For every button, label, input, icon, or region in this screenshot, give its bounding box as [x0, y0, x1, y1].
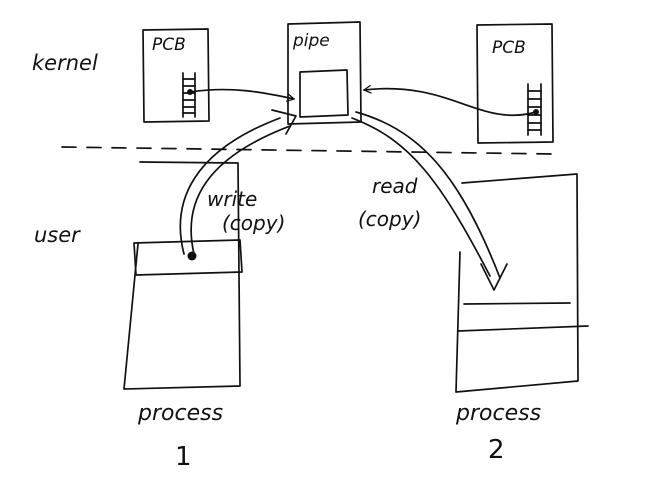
read-arrow [351, 111, 508, 291]
pcb-right-box [476, 23, 554, 144]
process-2-number: 2 [488, 435, 505, 465]
pcb-right-to-pipe-arrow [363, 84, 537, 117]
process-1-buffer [133, 239, 243, 276]
process-1-number: 1 [175, 442, 192, 472]
process-2-buffer-bottom [457, 325, 589, 332]
pcb-left-box [142, 28, 210, 123]
pipe-label: pipe [292, 31, 330, 51]
pcb-right: PCB [476, 23, 554, 144]
process-1-buffer-dot [187, 251, 197, 261]
read-copy-label: (copy) [358, 207, 421, 231]
kernel-label: kernel [32, 51, 98, 75]
pcb-left-label: PCB [152, 35, 186, 55]
write-arrow [179, 109, 297, 255]
pcb-right-label: PCB [492, 38, 526, 58]
user-label: user [34, 223, 81, 247]
kernel-user-boundary [61, 146, 553, 155]
process-1-label: process [137, 401, 223, 426]
pcb-left: PCB [142, 28, 210, 123]
read-label: read [372, 174, 418, 198]
process-2: process 2 [455, 173, 589, 465]
pipe: pipe [287, 21, 362, 125]
process-2-buffer-top [463, 302, 571, 305]
process-1: process 1 [123, 161, 243, 472]
process-2-label: process [455, 401, 541, 426]
pcb-right-fd-table [527, 83, 542, 136]
write-label: write [207, 187, 257, 211]
pipe-buffer [299, 69, 349, 118]
pcb-left-fd-table [182, 72, 196, 118]
pcb-left-to-pipe-arrow [189, 88, 295, 102]
process-1-box [123, 161, 241, 390]
write-copy-label: (copy) [222, 211, 285, 235]
process-2-box [455, 173, 579, 393]
